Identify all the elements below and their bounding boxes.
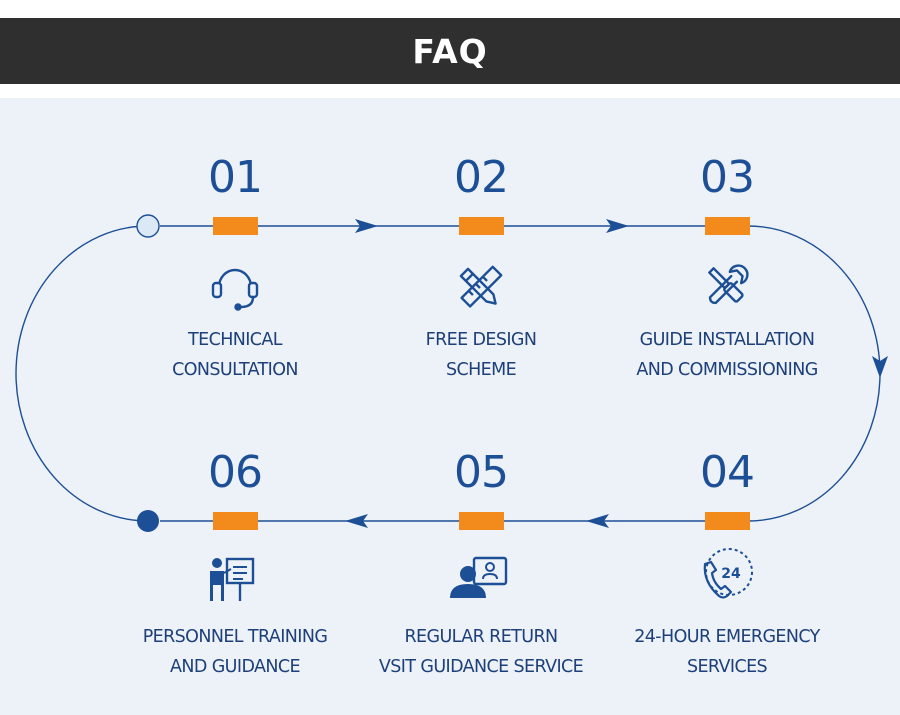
step-marker [213, 512, 258, 530]
step-marker [459, 217, 504, 235]
presentation-icon [210, 557, 255, 601]
step-marker [705, 217, 750, 235]
step-label: GUIDE INSTALLATION AND COMMISSIONING [636, 330, 818, 380]
headset-icon [211, 268, 259, 311]
end-marker [137, 510, 159, 532]
phone-24-icon: 24 [703, 548, 753, 599]
step-number: 06 [208, 447, 263, 498]
step-label: FREE DESIGN SCHEME [425, 330, 537, 380]
page-title: FAQ [412, 31, 488, 71]
step-label: REGULAR RETURN VSIT GUIDANCE SERVICE [378, 627, 584, 677]
arrow-left-icon [586, 514, 609, 528]
left-curve [15, 225, 149, 522]
step-marker [459, 512, 504, 530]
svg-text:24: 24 [721, 566, 741, 582]
step-number: 05 [454, 447, 509, 498]
wrench-screwdriver-icon [708, 264, 749, 305]
flow-arrows [345, 219, 888, 528]
arrow-left-icon [345, 514, 368, 528]
header-bar: FAQ [0, 18, 900, 84]
video-call-icon [450, 556, 508, 598]
step-number: 01 [208, 152, 263, 203]
arrow-down-icon [872, 356, 888, 378]
step-number: 04 [700, 447, 755, 498]
arrow-right-icon [355, 219, 378, 233]
process-flow-diagram: 24 [15, 214, 888, 601]
step-label: PERSONNEL TRAINING AND GUIDANCE [142, 627, 328, 677]
step-number: 02 [454, 152, 509, 203]
arrow-right-icon [606, 219, 629, 233]
step-marker [705, 512, 750, 530]
step-marker [213, 217, 258, 235]
step-number: 03 [700, 152, 755, 203]
step-label: TECHNICAL CONSULTATION [172, 330, 298, 380]
pencil-ruler-icon [459, 265, 503, 308]
process-panel: 24 01 [0, 98, 900, 715]
step-label: 24-HOUR EMERGENCY SERVICES [634, 627, 820, 677]
step-markers [213, 217, 750, 530]
start-marker [136, 214, 160, 238]
